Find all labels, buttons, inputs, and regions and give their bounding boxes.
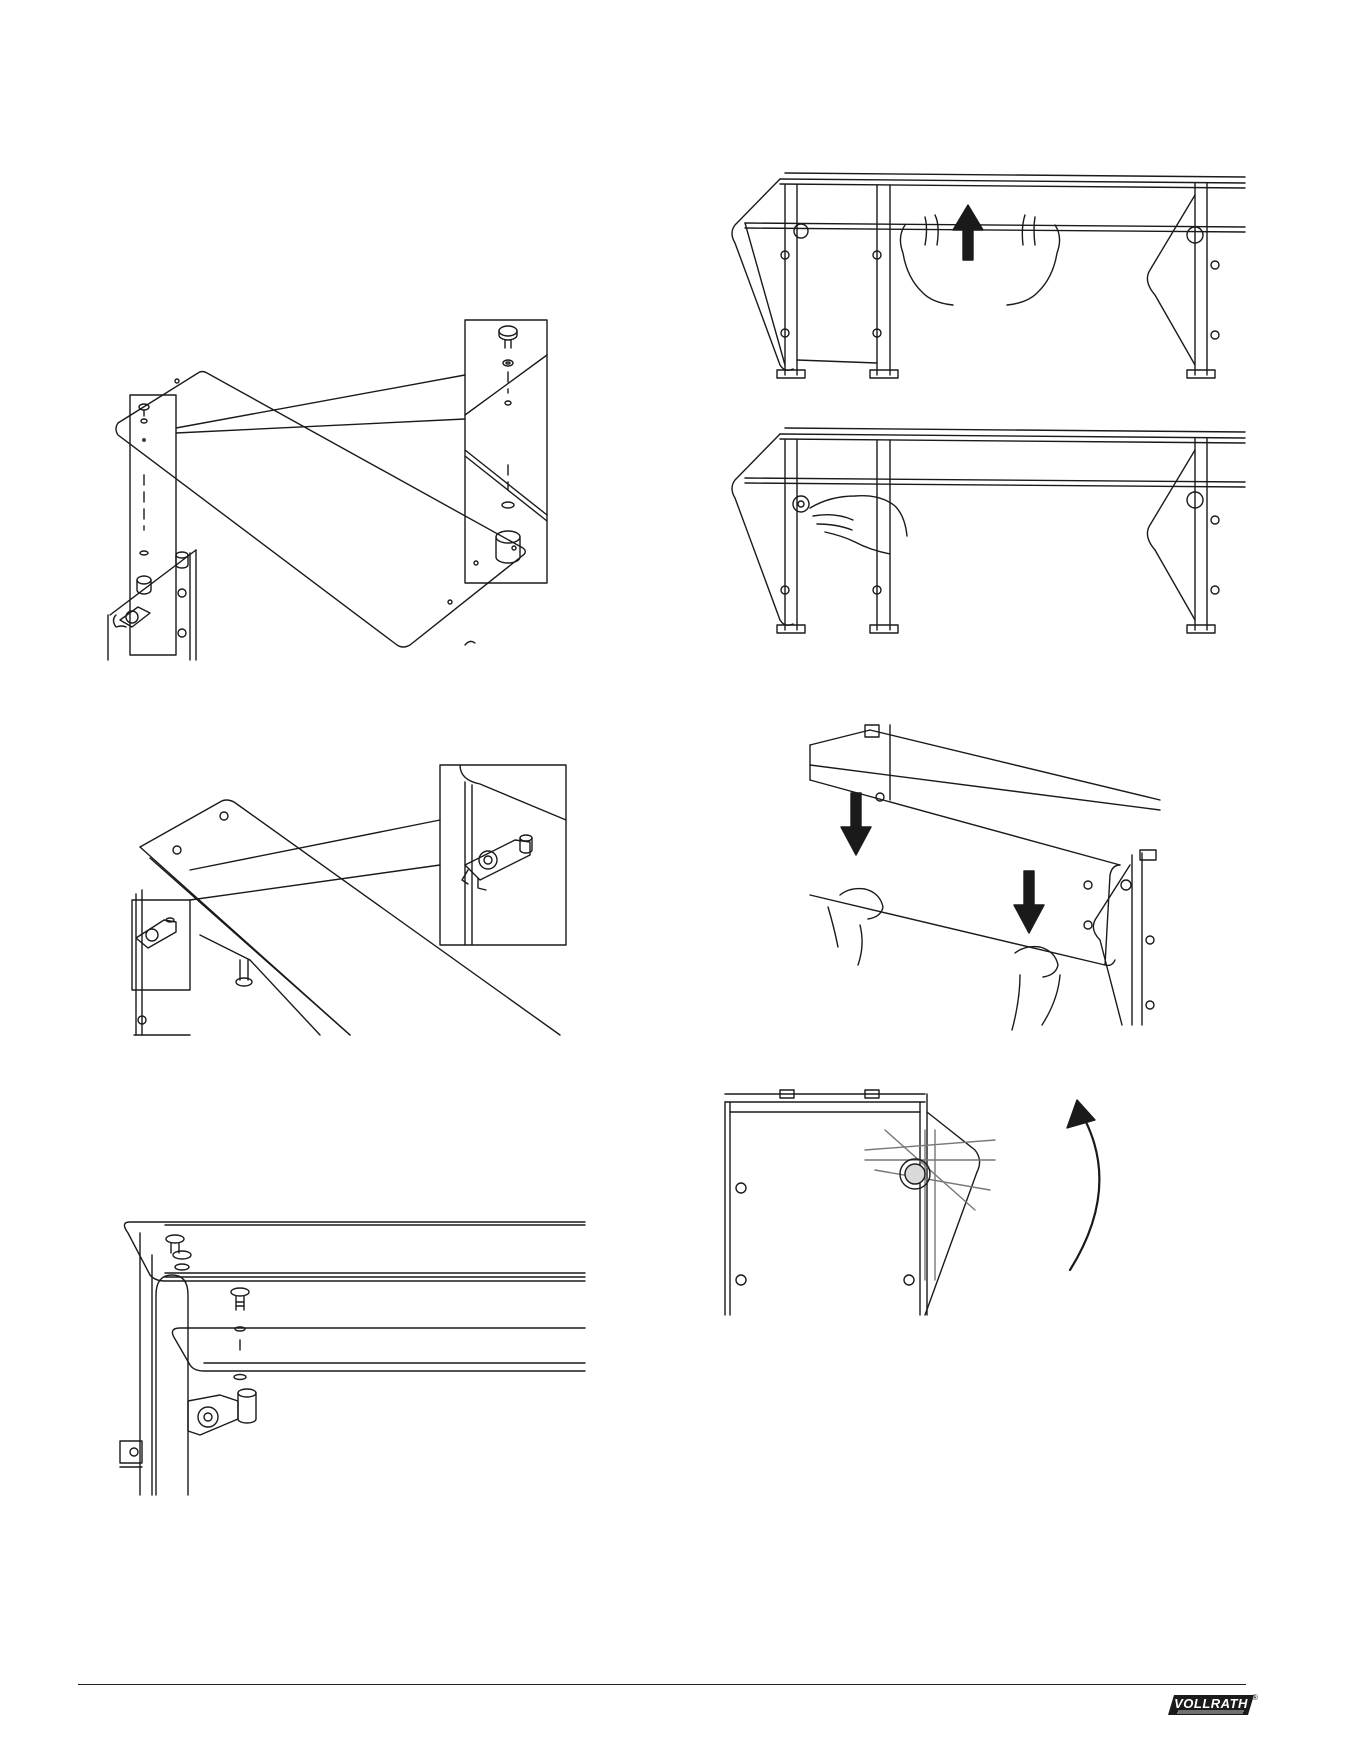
registered-mark: ® bbox=[1252, 1693, 1258, 1702]
footer-rule bbox=[78, 1684, 1246, 1685]
fig-lift-shelf bbox=[725, 165, 1245, 385]
logo-wordmark: VOLLRATH bbox=[1168, 1696, 1254, 1711]
fig-release-knob bbox=[725, 420, 1245, 640]
vollrath-logo: VOLLRATH ® bbox=[1168, 1693, 1258, 1719]
fig-lower-glass bbox=[810, 725, 1170, 1030]
fig-post-shelf-assembly bbox=[120, 1215, 585, 1495]
fig-shelf-exploded bbox=[110, 315, 565, 660]
fig-rotate-panel bbox=[725, 1090, 1145, 1315]
fig-shelf-bracket-detail bbox=[120, 760, 570, 1035]
